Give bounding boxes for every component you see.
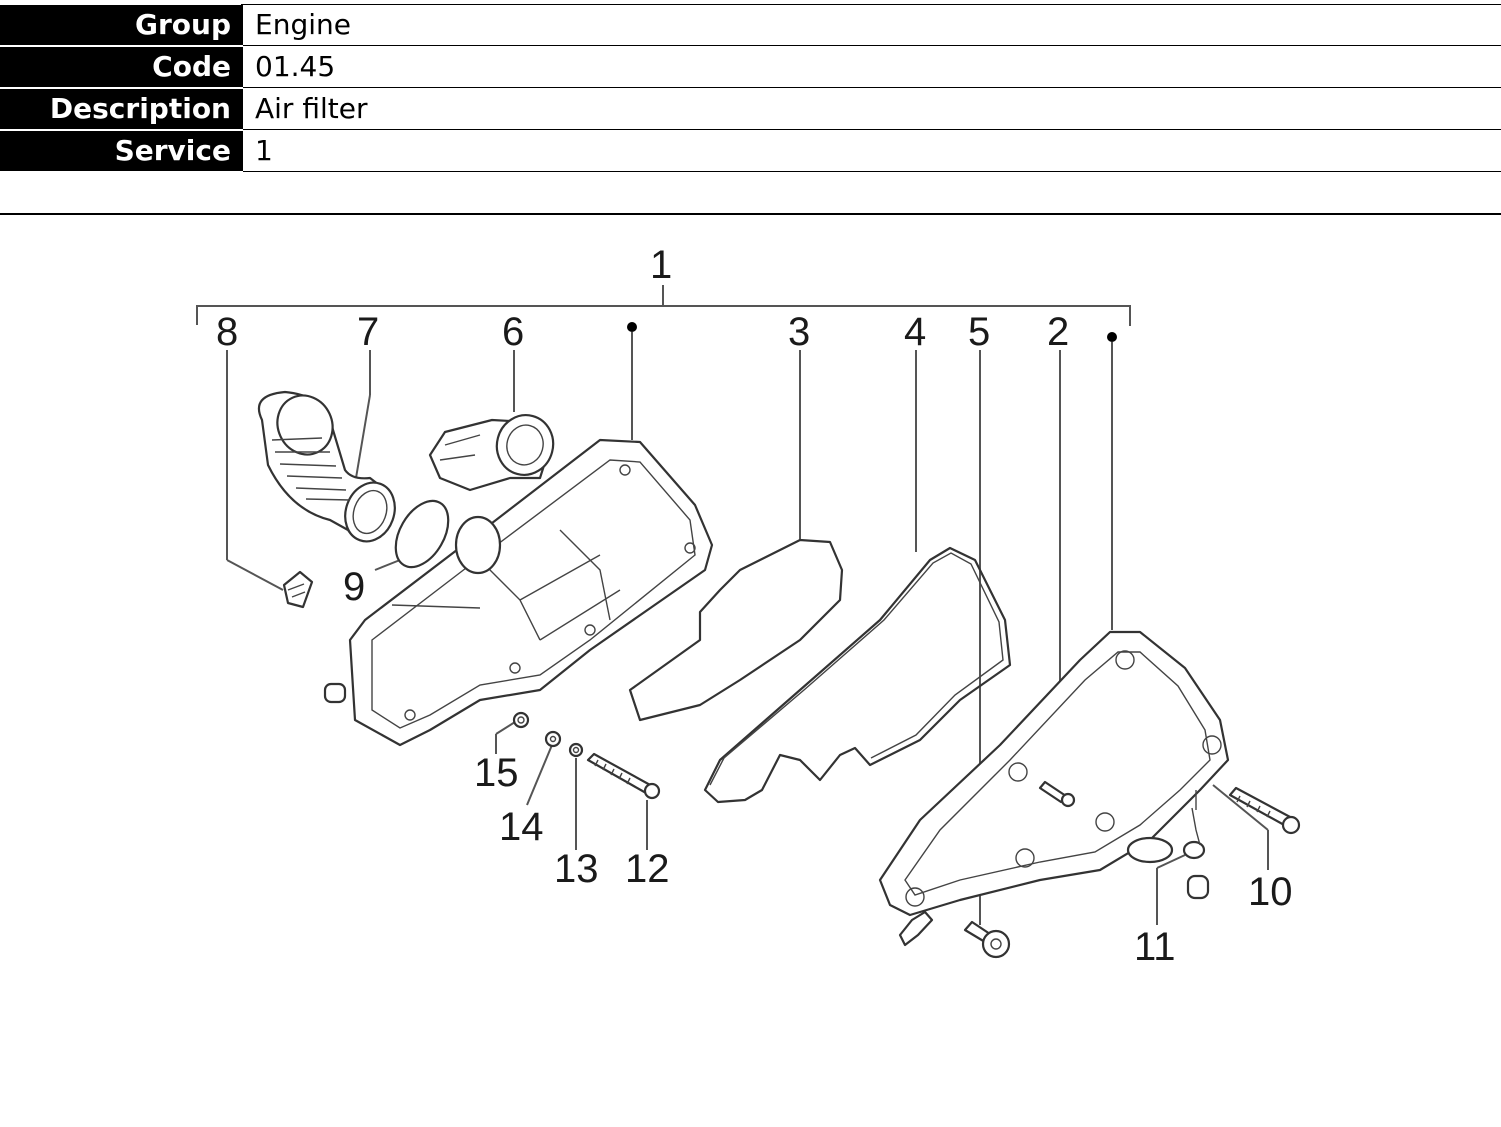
callout-8: 8 — [216, 310, 238, 354]
part-3-filter-element — [628, 538, 844, 722]
callout-15: 15 — [474, 751, 519, 795]
part-1-filter-housing — [323, 438, 714, 747]
info-row-group: Group Engine — [0, 4, 1501, 47]
part-13-lock-washer — [568, 742, 584, 758]
part-14-washer — [544, 730, 562, 748]
callout-1: 1 — [650, 243, 672, 287]
callout-4: 4 — [904, 310, 926, 354]
callout-labels: 1 2 3 4 5 6 7 8 9 10 11 12 13 14 15 — [216, 243, 1293, 969]
part-6-intake-duct — [428, 414, 555, 492]
part-4-gasket — [703, 546, 1012, 804]
assembly-dot-left — [627, 322, 637, 332]
callout-10: 10 — [1248, 870, 1293, 914]
callout-12: 12 — [625, 847, 670, 891]
info-label-service: Service — [0, 129, 242, 173]
separator-rule — [0, 213, 1501, 215]
part-2-screw — [1038, 780, 1076, 808]
info-row-service: Service 1 — [0, 129, 1501, 173]
info-value-group: Engine — [241, 4, 1501, 46]
info-label-group: Group — [0, 4, 242, 47]
part-11-drain-cap — [1182, 790, 1210, 900]
callout-11: 11 — [1134, 925, 1176, 969]
part-5-knob-screw — [963, 920, 1011, 959]
callout-6: 6 — [502, 310, 524, 354]
part-7-intake-hose — [257, 390, 396, 543]
info-value-service: 1 — [241, 129, 1501, 172]
callout-2: 2 — [1047, 310, 1069, 354]
assembly-dot-right — [1107, 332, 1117, 342]
callout-9: 9 — [343, 565, 365, 609]
part-15-grommet — [512, 711, 530, 729]
callout-13: 13 — [554, 847, 599, 891]
part-12-screw — [586, 752, 661, 800]
callout-7: 7 — [357, 310, 379, 354]
info-row-description: Description Air filter — [0, 87, 1501, 131]
info-value-description: Air filter — [241, 87, 1501, 130]
part-10-screw — [1228, 786, 1301, 835]
callout-3: 3 — [788, 310, 810, 354]
callout-5: 5 — [968, 310, 990, 354]
part-1-filter-cover — [878, 630, 1230, 947]
info-table: Group Engine Code 01.45 Description Air … — [0, 4, 1501, 173]
callout-14: 14 — [499, 805, 544, 849]
info-label-description: Description — [0, 87, 242, 131]
part-9-hose-clamp — [394, 499, 450, 569]
part-8-clip — [282, 570, 314, 609]
info-label-code: Code — [0, 45, 242, 89]
part-4-gasket-inner — [709, 552, 1004, 786]
